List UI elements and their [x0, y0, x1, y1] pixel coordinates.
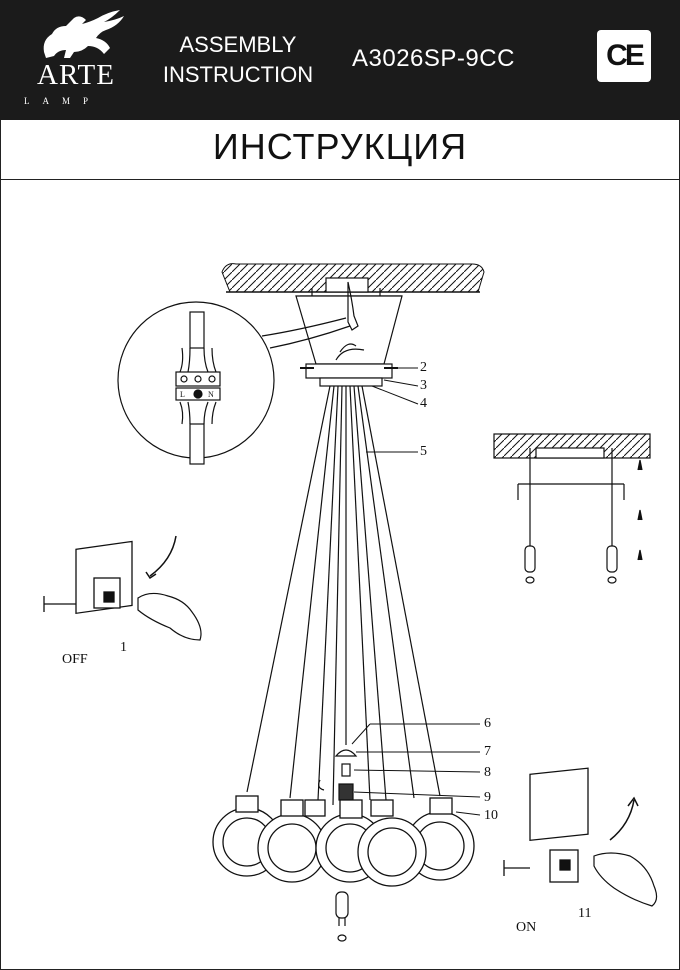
svg-text:N: N: [208, 390, 214, 399]
page-title: ИНСТРУКЦИЯ: [212, 126, 468, 167]
callout-3: 3: [420, 378, 427, 393]
lion-logo-icon: [43, 10, 124, 58]
terminal-magnifier: [117, 301, 351, 465]
wall-switch-icon: [43, 540, 133, 615]
step-11-label: 11: [578, 906, 592, 921]
brand-name: ARTE: [37, 59, 115, 91]
brand-subtitle: LAMP: [24, 96, 102, 106]
rotate-arrow-icon: [145, 535, 177, 580]
hand-icon: [137, 592, 202, 641]
canopy: [295, 281, 403, 387]
callout-2: 2: [420, 360, 427, 375]
switch-on-label: ON: [516, 920, 537, 935]
mount-detail: [493, 433, 651, 584]
callout-leaders: [351, 367, 481, 816]
rotate-arrow-icon: [609, 796, 639, 841]
hand-icon: [593, 852, 658, 907]
callout-10: 10: [484, 808, 498, 823]
assembly-diagram: L N: [43, 263, 658, 942]
callout-8: 8: [484, 765, 491, 780]
callout-4: 4: [420, 396, 427, 411]
terminal-labels: L N: [180, 390, 214, 399]
title-band: [0, 120, 680, 180]
bulb-icon: [335, 891, 349, 942]
model-number: A3026SP-9CC: [352, 45, 515, 72]
glass-globes: [212, 795, 475, 887]
wall-switch-icon: [503, 767, 589, 883]
step-1-label: 1: [120, 640, 127, 655]
doc-type: ASSEMBLY INSTRUCTION: [162, 32, 314, 87]
callout-6: 6: [484, 716, 491, 731]
lamp-socket-detail: [318, 749, 358, 801]
callout-5: 5: [420, 444, 427, 459]
callout-9: 9: [484, 790, 491, 805]
header-bar: ARTE LAMP ASSEMBLY INSTRUCTION A3026SP-9…: [0, 0, 680, 120]
switch-off-label: OFF: [62, 652, 88, 667]
ce-mark-icon: CE: [597, 30, 651, 82]
svg-text:L: L: [180, 390, 185, 399]
pendant-cables: [246, 385, 441, 806]
callout-7: 7: [484, 744, 491, 759]
